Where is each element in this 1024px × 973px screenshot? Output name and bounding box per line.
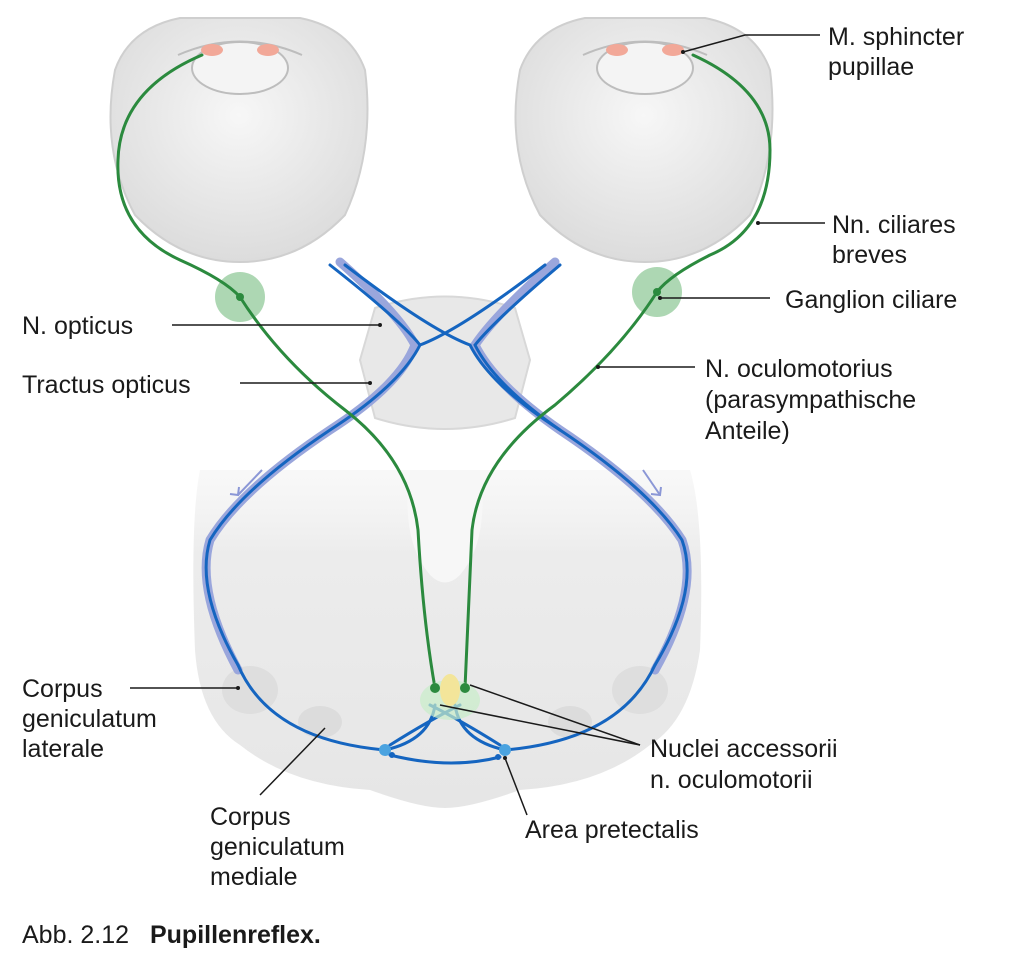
- label-ciliares: Nn. ciliares breves: [832, 211, 963, 269]
- label-cgl-line3: laterale: [22, 735, 104, 763]
- dot-pretectal-left-2: [389, 752, 395, 758]
- leader-pretectalis: [504, 757, 528, 816]
- label-nuclei-line1: Nuclei accessorii: [650, 735, 838, 763]
- dot-nucleus-left: [430, 683, 440, 693]
- label-cgl-line1: Corpus: [22, 675, 103, 703]
- label-cgl-line2: geniculatum: [22, 705, 157, 733]
- leader-nuclei-1: [469, 684, 641, 746]
- leader-sphincter: [682, 34, 820, 53]
- left-cornea: [177, 40, 303, 56]
- tract-arrows: [229, 469, 662, 497]
- figure-caption: Abb. 2.12 Pupillenreflex.: [22, 921, 321, 949]
- label-oculomotorius: N. oculomotorius (parasympathische Antei…: [705, 355, 923, 445]
- branch-left-pretectal: [236, 663, 387, 752]
- label-oculomotorius-line3: Anteile): [705, 417, 790, 445]
- label-ciliares-line1: Nn. ciliares: [832, 211, 956, 239]
- arrow-right-head: [650, 486, 662, 497]
- label-sphincter: M. sphincter pupillae: [828, 23, 971, 81]
- oculomotor-left: [238, 295, 437, 690]
- leader-nuclei-2: [439, 704, 641, 746]
- dot-nucleus-right: [460, 683, 470, 693]
- parasympathetic-pathway: [116, 53, 772, 690]
- arrow-left-tract: [237, 469, 263, 496]
- label-oculomotorius-line1: N. oculomotorius: [705, 355, 893, 383]
- label-ganglion: Ganglion ciliare: [785, 286, 957, 314]
- visual-right-ipsilateral: [473, 263, 562, 432]
- caption-title: Pupillenreflex.: [150, 921, 321, 949]
- optic-chiasm-bg: [358, 295, 532, 430]
- right-eye: [514, 17, 774, 264]
- cgm-left-shape: [298, 706, 342, 738]
- label-cgm-line1: Corpus: [210, 803, 291, 831]
- right-sphincter: [606, 44, 628, 56]
- label-sphincter-line1: M. sphincter: [828, 23, 964, 51]
- label-sphincter-line2: pupillae: [828, 53, 914, 81]
- oculomotor-right: [463, 290, 659, 690]
- dot-ganglion-right: [653, 288, 661, 296]
- cgm-right-shape: [548, 706, 592, 738]
- brainstem-cleft: [407, 470, 483, 583]
- leader-lines: [130, 34, 825, 816]
- left-eye: [109, 17, 369, 264]
- label-nuclei: Nuclei accessorii n. oculomotorii: [650, 735, 845, 794]
- nn-ciliares-right: [655, 53, 772, 294]
- arrow-left-head: [229, 486, 240, 497]
- label-cgm: Corpus geniculatum mediale: [210, 803, 352, 891]
- label-pretectalis: Area pretectalis: [525, 816, 699, 844]
- nn-ciliares-left: [116, 53, 242, 299]
- nuclei-accessorii: [440, 674, 460, 706]
- label-ciliares-line2: breves: [832, 241, 907, 269]
- visual-left-ipsilateral: [204, 263, 422, 667]
- caption-number: Abb. 2.12: [22, 921, 129, 949]
- arrow-right-tract: [642, 469, 661, 496]
- right-sphincter-2: [662, 44, 684, 56]
- label-cgm-line2: geniculatum: [210, 833, 345, 861]
- label-oculomotorius-line2: (parasympathische: [705, 386, 916, 414]
- left-sphincter-2: [257, 44, 279, 56]
- branch-right-pretectal: [503, 663, 657, 752]
- dot-pretectal-right: [499, 744, 511, 756]
- left-sphincter: [201, 44, 223, 56]
- label-tractus: Tractus opticus: [22, 371, 191, 399]
- label-cgl: Corpus geniculatum laterale: [22, 675, 164, 763]
- junction-dots: [236, 288, 661, 760]
- dot-ganglion-left: [236, 293, 244, 301]
- pretectal-commissure: [388, 753, 502, 765]
- leader-dots: [236, 50, 760, 760]
- dot-pretectal-right-2: [495, 754, 501, 760]
- label-nuclei-line2: n. oculomotorii: [650, 766, 813, 794]
- dot-pretectal-left: [379, 744, 391, 756]
- label-opticus: N. opticus: [22, 312, 133, 340]
- label-cgm-line3: mediale: [210, 863, 298, 891]
- leader-cgm: [259, 727, 326, 796]
- visual-right-crossing: [418, 263, 547, 347]
